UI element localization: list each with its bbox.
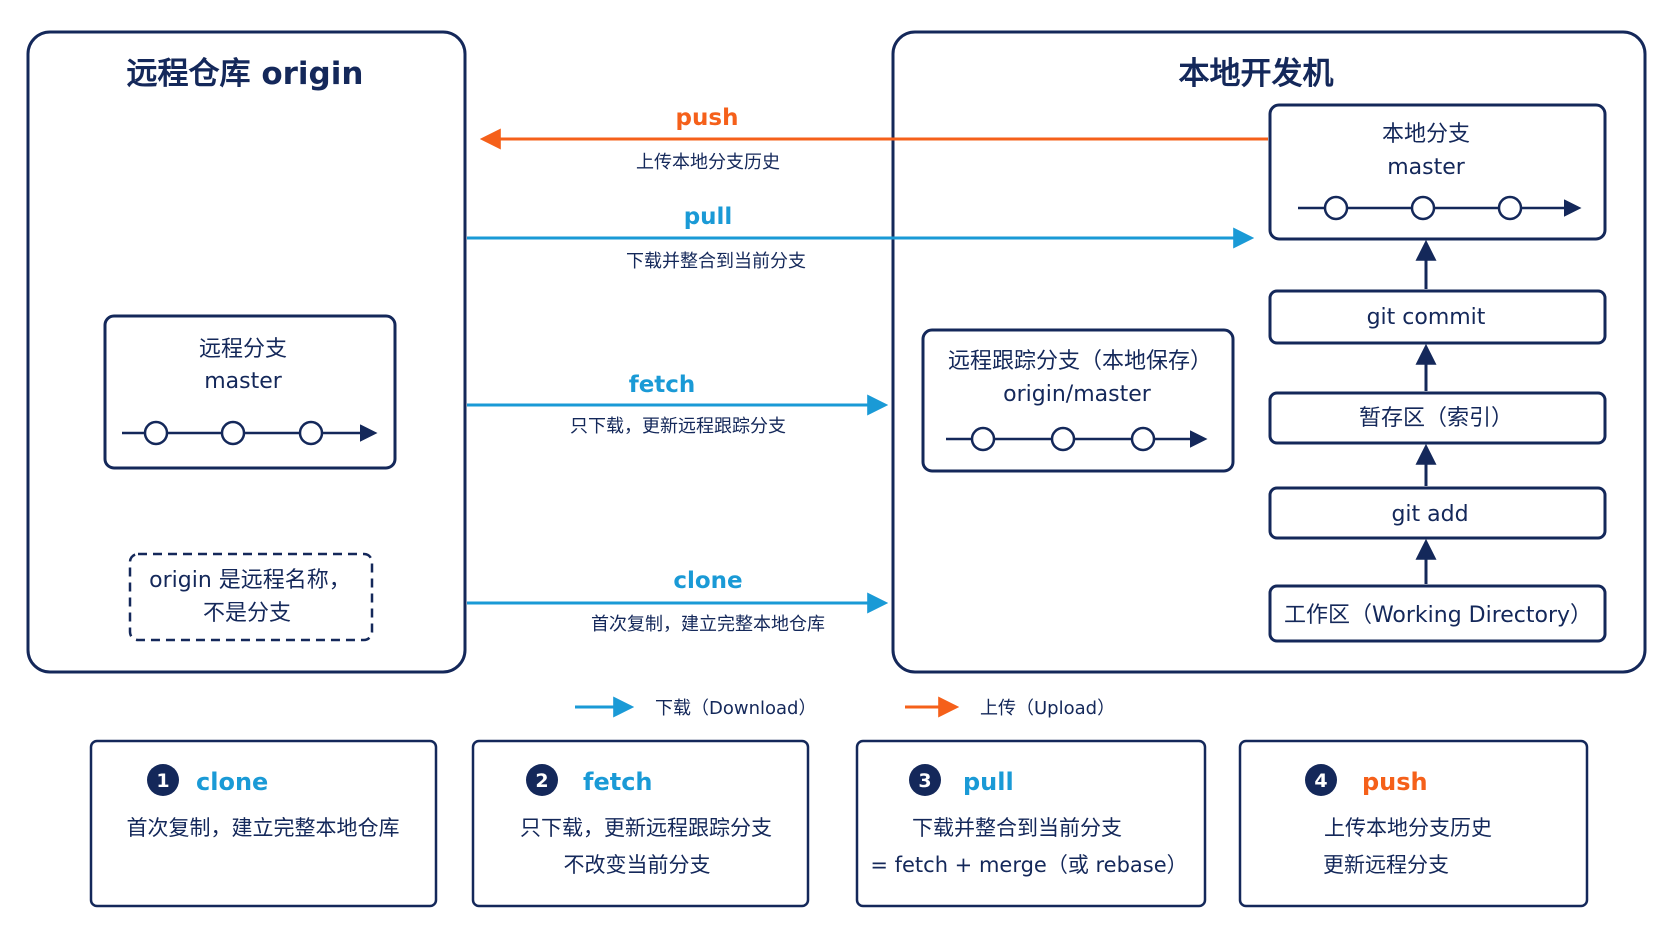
- fetch-arrow: fetch 只下载，更新远程跟踪分支: [467, 372, 889, 437]
- git-commit-label: git commit: [1367, 305, 1486, 330]
- legend: 下载（Download） 上传（Upload）: [575, 696, 1115, 719]
- git-add-label: git add: [1391, 502, 1468, 527]
- legend-download-label: 下载（Download）: [655, 698, 816, 719]
- card-title: clone: [196, 768, 268, 796]
- card-pull: 3 pull 下载并整合到当前分支 = fetch + merge（或 reba…: [855, 739, 1207, 908]
- working-directory-box: [1268, 584, 1607, 643]
- fetch-arrow-desc: 只下载，更新远程跟踪分支: [570, 416, 786, 437]
- origin-note-box: [128, 552, 374, 642]
- pull-arrow: pull 下载并整合到当前分支: [467, 204, 1255, 272]
- card-number: 4: [1314, 770, 1327, 792]
- card-number: 2: [535, 770, 548, 792]
- push-arrow-desc: 上传本地分支历史: [636, 152, 780, 173]
- clone-arrow: clone 首次复制，建立完整本地仓库: [467, 568, 889, 635]
- staging-area-box: [1268, 391, 1607, 445]
- commit-node: [1130, 426, 1156, 452]
- commit-node: [220, 420, 246, 446]
- card-number-badge: [909, 764, 941, 796]
- origin-note-line2: 不是分支: [203, 601, 291, 626]
- commit-node: [298, 420, 324, 446]
- card-line: 首次复制，建立完整本地仓库: [127, 816, 400, 840]
- commit-node: [1050, 426, 1076, 452]
- git-commit-box: [1268, 289, 1607, 345]
- remote-repo-title: 远程仓库 origin: [127, 56, 364, 92]
- clone-arrow-label: clone: [673, 568, 742, 594]
- card-line: = fetch + merge（或 rebase）: [870, 853, 1187, 877]
- staging-area-label: 暂存区（索引）: [1359, 406, 1513, 431]
- card-number-badge: [526, 764, 558, 796]
- card-number-badge: [147, 764, 179, 796]
- fetch-arrow-label: fetch: [629, 372, 696, 398]
- commit-node: [1323, 195, 1349, 221]
- commit-node: [1497, 195, 1523, 221]
- local-branch-name: master: [1387, 155, 1466, 180]
- pull-arrow-desc: 下载并整合到当前分支: [626, 251, 806, 272]
- push-arrow: push 上传本地分支历史: [479, 105, 1268, 173]
- commit-node: [143, 420, 169, 446]
- card-push: 4 push 上传本地分支历史 更新远程分支: [1238, 739, 1589, 908]
- clone-arrow-desc: 首次复制，建立完整本地仓库: [591, 614, 825, 635]
- card-line: 只下载，更新远程跟踪分支: [520, 816, 772, 840]
- local-machine-title: 本地开发机: [1179, 56, 1334, 92]
- legend-upload-label: 上传（Upload）: [980, 698, 1115, 719]
- card-line: 不改变当前分支: [564, 853, 711, 877]
- card-number-badge: [1305, 764, 1337, 796]
- remote-branch-label: 远程分支: [199, 337, 287, 362]
- commit-node: [1410, 195, 1436, 221]
- card-number: 1: [156, 770, 169, 792]
- card-title: pull: [963, 768, 1014, 796]
- working-directory-label: 工作区（Working Directory）: [1284, 603, 1592, 628]
- tracking-commit-chain: [946, 426, 1208, 452]
- card-line: 更新远程分支: [1323, 853, 1449, 877]
- local-branch-label: 本地分支: [1382, 122, 1470, 147]
- git-add-box: [1268, 486, 1607, 540]
- tracking-branch-name: origin/master: [1003, 382, 1152, 407]
- card-line: 上传本地分支历史: [1324, 816, 1492, 840]
- card-clone: 1 clone 首次复制，建立完整本地仓库: [89, 739, 438, 908]
- pull-arrow-label: pull: [684, 204, 733, 230]
- remote-branch-name: master: [204, 369, 283, 394]
- remote-commit-chain: [122, 420, 378, 446]
- commit-node: [970, 426, 996, 452]
- tracking-branch-box: [921, 328, 1235, 473]
- local-commit-chain: [1298, 195, 1582, 221]
- card-number: 3: [918, 770, 931, 792]
- push-arrow-label: push: [676, 105, 739, 131]
- origin-note-line1: origin 是远程名称，: [149, 568, 351, 593]
- card-title: fetch: [583, 768, 653, 796]
- card-line: 下载并整合到当前分支: [912, 816, 1122, 840]
- card-title: push: [1362, 768, 1428, 796]
- card-fetch: 2 fetch 只下载，更新远程跟踪分支 不改变当前分支: [471, 739, 810, 908]
- tracking-branch-label: 远程跟踪分支（本地保存）: [948, 349, 1212, 374]
